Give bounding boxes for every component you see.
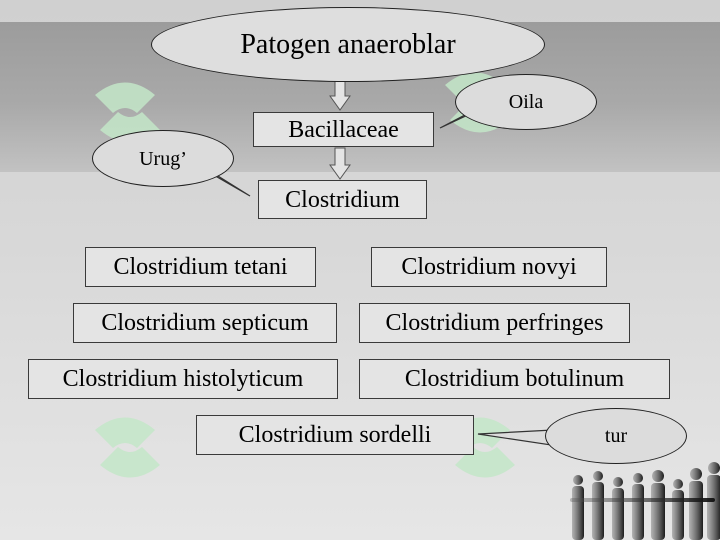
species-text: Clostridium tetani xyxy=(114,255,288,279)
species-text: Clostridium septicum xyxy=(101,311,308,335)
species-text: Clostridium histolyticum xyxy=(63,367,304,391)
callout-genus-text: Urug’ xyxy=(139,149,187,169)
species-box: Clostridium perfringes xyxy=(359,303,630,343)
species-box: Clostridium botulinum xyxy=(359,359,670,399)
species-text: Clostridium botulinum xyxy=(405,367,624,391)
species-text: Clostridium sordelli xyxy=(239,423,432,447)
species-box: Clostridium septicum xyxy=(73,303,337,343)
callout-genus: Urug’ xyxy=(92,130,234,187)
species-box: Clostridium tetani xyxy=(85,247,316,287)
family-box: Bacillaceae xyxy=(253,112,434,147)
title-ellipse: Patogen anaeroblar xyxy=(151,7,545,82)
arrow-title-to-family xyxy=(330,78,350,110)
genus-box: Clostridium xyxy=(258,180,427,219)
species-text: Clostridium perfringes xyxy=(386,311,604,335)
callout-tail-species xyxy=(478,430,553,445)
callout-family-text: Oila xyxy=(509,92,543,112)
arrow-family-to-genus xyxy=(330,148,350,179)
genus-text: Clostridium xyxy=(285,188,400,212)
title-text: Patogen anaeroblar xyxy=(240,31,455,59)
family-text: Bacillaceae xyxy=(288,118,399,142)
people-silhouette-image xyxy=(560,440,720,540)
species-text: Clostridium novyi xyxy=(401,255,576,279)
species-box: Clostridium sordelli xyxy=(196,415,474,455)
species-box: Clostridium histolyticum xyxy=(28,359,338,399)
callout-family: Oila xyxy=(455,74,597,130)
species-box: Clostridium novyi xyxy=(371,247,607,287)
